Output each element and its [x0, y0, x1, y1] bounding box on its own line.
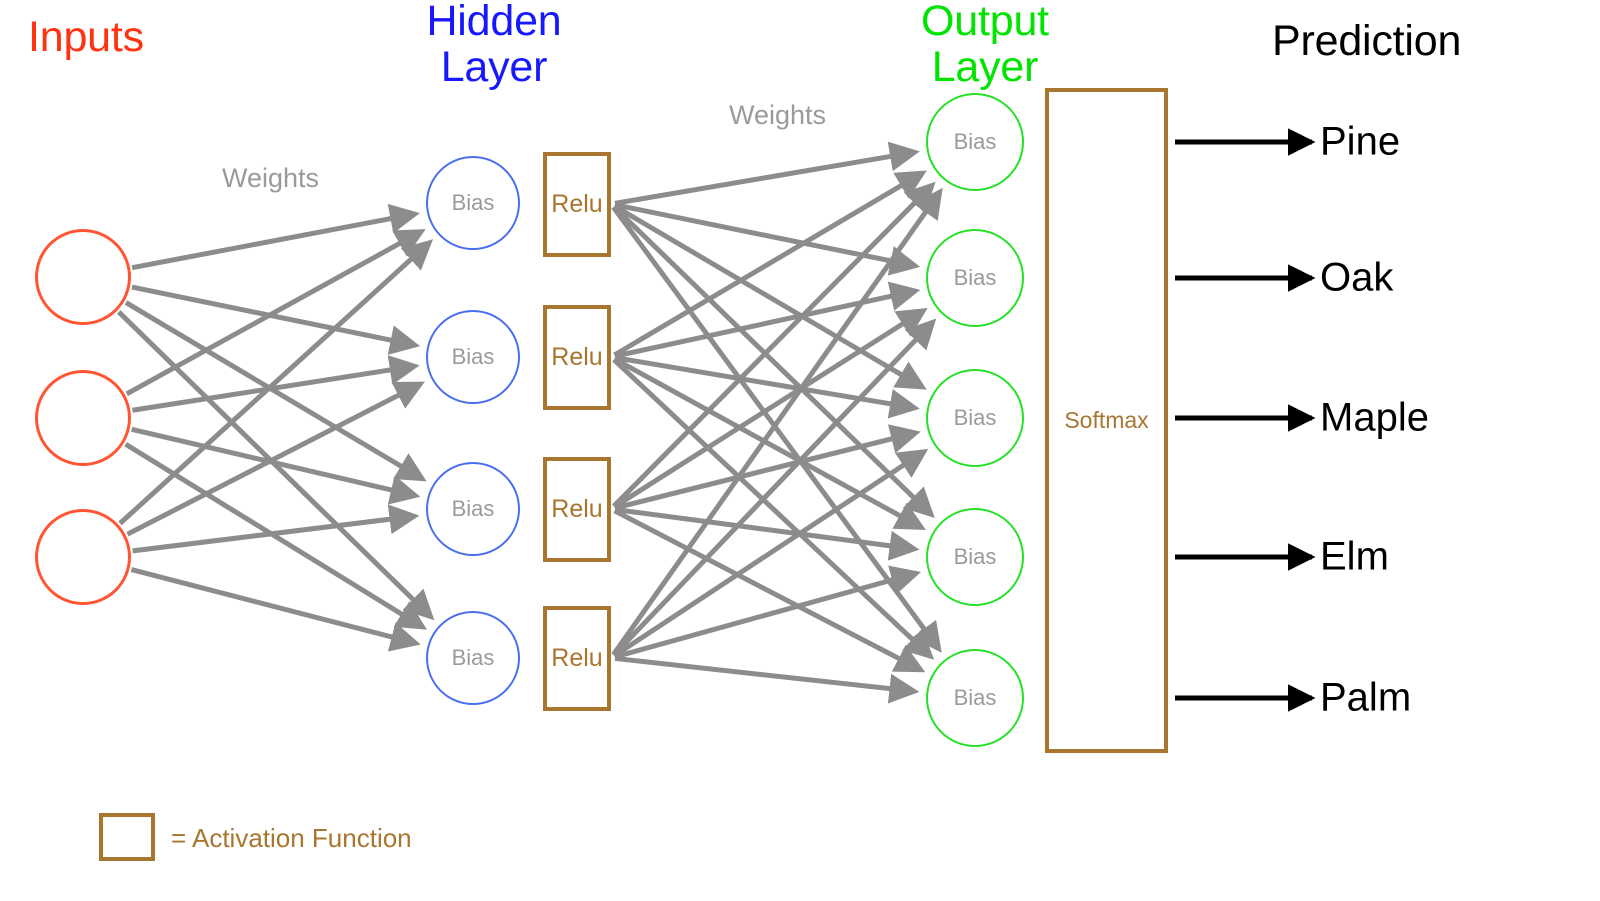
hidden-node-3: Bias	[426, 462, 520, 556]
bias-label: Bias	[953, 129, 997, 154]
bias-label: Bias	[451, 496, 495, 521]
activation-label: Relu	[551, 343, 603, 371]
edge-input2-hidden3	[131, 426, 421, 505]
prediction-label-maple: Maple	[1320, 395, 1429, 440]
layer-title-prediction: Prediction	[1272, 17, 1462, 65]
output-node-2: Bias	[926, 229, 1024, 327]
prediction-label-palm: Palm	[1320, 675, 1412, 720]
activation-box-4: Relu	[543, 606, 611, 711]
edge-relu1-output1	[614, 141, 920, 206]
input-node-3	[35, 509, 131, 605]
edge-relu1-output3	[613, 203, 927, 390]
edge-input1-hidden1	[131, 203, 420, 271]
edge-input1-hidden2	[131, 284, 421, 355]
edge-relu4-output1	[611, 187, 943, 657]
softmax-label: Softmax	[1064, 407, 1149, 433]
edge-relu3-output4	[614, 507, 920, 561]
edge-relu2-output2	[614, 281, 921, 359]
activation-box-2: Relu	[543, 305, 611, 410]
edge-relu4-output5	[614, 655, 920, 704]
hidden-node-2: Bias	[426, 310, 520, 404]
edge-relu4-output3	[612, 448, 929, 658]
bias-label: Bias	[451, 190, 495, 215]
output-node-5: Bias	[926, 649, 1024, 747]
input-node-2	[35, 370, 131, 466]
bias-label: Bias	[953, 265, 997, 290]
edge-relu3-output3	[614, 424, 921, 511]
prediction-label-oak: Oak	[1320, 255, 1394, 300]
bias-label: Bias	[451, 344, 495, 369]
output-node-1: Bias	[926, 93, 1024, 191]
edge-relu3-output1	[612, 181, 936, 508]
edge-input2-hidden1	[125, 229, 426, 397]
input-node-1	[35, 229, 131, 325]
legend-activation-text: = Activation Function	[171, 823, 412, 853]
edge-relu3-output5	[613, 508, 926, 673]
bias-label: Bias	[953, 405, 997, 430]
edge-relu1-output2	[614, 202, 921, 276]
edge-input3-hidden3	[132, 504, 420, 554]
layer-title-inputs: Inputs	[28, 13, 144, 61]
weights-label-input-hidden: Weights	[222, 163, 320, 193]
activation-box-1: Relu	[543, 152, 611, 257]
layer-title-hidden: Hidden Layer	[426, 0, 562, 91]
layer-title-output: Output Layer	[921, 0, 1049, 91]
edge-relu2-output5	[612, 357, 935, 660]
edge-relu3-output2	[613, 308, 928, 509]
activation-box-3: Relu	[543, 457, 611, 562]
activation-label: Relu	[551, 495, 603, 523]
edge-input2-hidden2	[132, 355, 420, 413]
edge-relu1-output4	[612, 204, 935, 519]
edge-relu4-output4	[614, 565, 922, 660]
legend-activation-swatch	[99, 813, 155, 861]
edge-input3-hidden4	[130, 567, 421, 652]
output-node-4: Bias	[926, 508, 1024, 606]
prediction-label-pine: Pine	[1320, 119, 1401, 164]
edge-relu2-output1	[613, 170, 927, 358]
edge-input2-hidden4	[124, 442, 428, 630]
bias-label: Bias	[953, 685, 997, 710]
edge-relu2-output3	[614, 355, 920, 419]
activation-label: Relu	[551, 190, 603, 218]
edge-relu2-output4	[613, 356, 926, 531]
prediction-arrows	[1175, 128, 1316, 712]
output-node-3: Bias	[926, 369, 1024, 467]
edge-input3-hidden1	[118, 239, 434, 526]
weights-label-hidden-output: Weights	[729, 100, 827, 130]
prediction-label-elm: Elm	[1320, 534, 1389, 579]
input-to-hidden-edges	[117, 203, 435, 652]
hidden-to-output-edges	[611, 141, 943, 704]
edge-input1-hidden3	[124, 300, 427, 482]
hidden-node-1: Bias	[426, 156, 520, 250]
bias-label: Bias	[953, 544, 997, 569]
hidden-node-4: Bias	[426, 611, 520, 705]
activation-label: Relu	[551, 644, 603, 672]
edge-input3-hidden2	[126, 381, 425, 537]
edge-relu4-output2	[611, 318, 937, 657]
softmax-box: Softmax	[1045, 88, 1168, 753]
edge-input1-hidden4	[117, 310, 435, 621]
edge-relu1-output5	[611, 205, 942, 653]
bias-label: Bias	[451, 645, 495, 670]
